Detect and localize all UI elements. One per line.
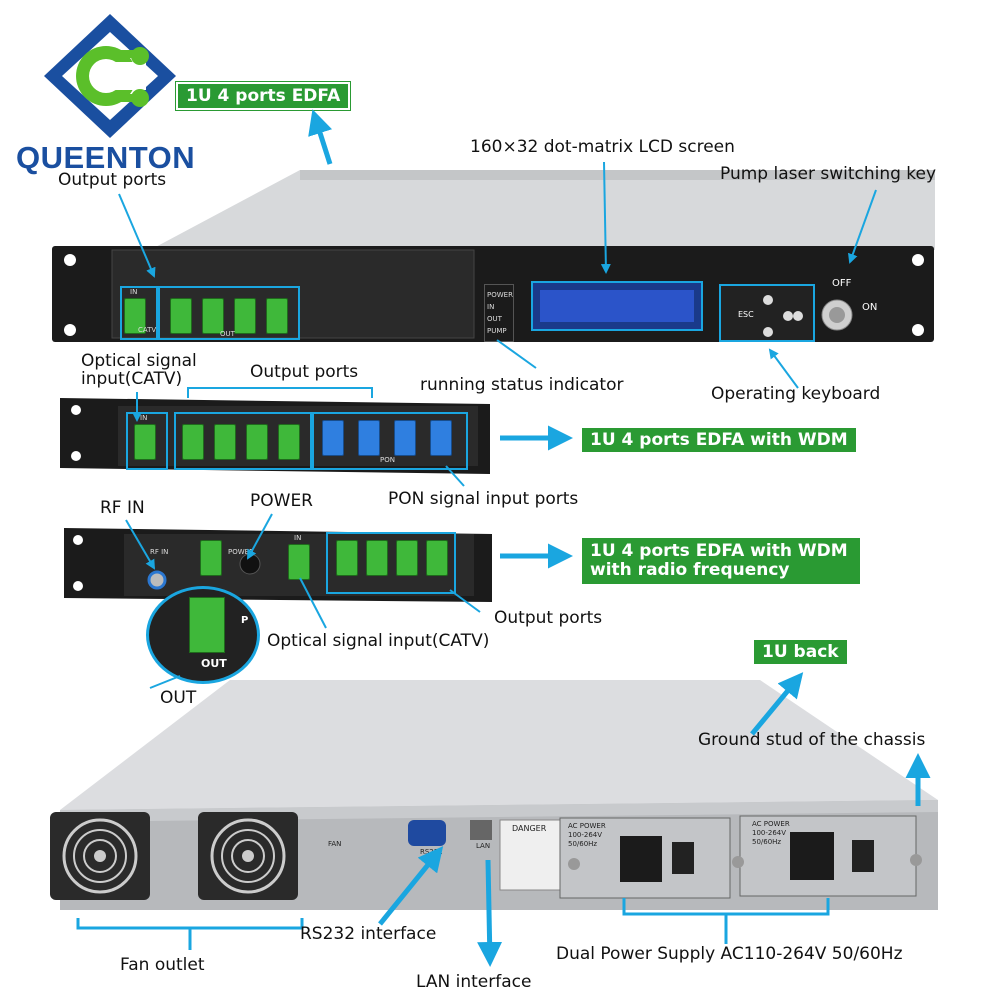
label-fan-outlet: Fan outlet xyxy=(120,955,205,975)
port-input-top[interactable] xyxy=(124,298,146,334)
panel-danger: DANGER xyxy=(512,824,547,833)
box-output-ports-rf xyxy=(326,532,456,594)
panel-ac-freq-2: 50/60Hz xyxy=(752,838,782,846)
panel-in-wdm: IN xyxy=(140,414,148,422)
esc-key[interactable]: ESC xyxy=(738,310,754,319)
panel-rf-in: RF IN xyxy=(150,548,169,556)
panel-ac-range-2: 100-264V xyxy=(752,829,787,837)
keypad: ESC xyxy=(728,292,808,340)
port-output-rf-4[interactable] xyxy=(426,540,448,576)
label-optical-input-rf: Optical signal input(CATV) xyxy=(267,631,490,651)
status-pump: PUMP xyxy=(487,327,507,335)
label-optical-input-top-line1: Optical signal xyxy=(81,351,197,371)
zoom-out-text: OUT xyxy=(201,657,227,670)
fan-left xyxy=(50,812,150,900)
port-pon-2[interactable] xyxy=(358,420,380,456)
label-output-ports-top: Output ports xyxy=(58,170,167,190)
box-output-ports-wdm xyxy=(174,412,312,470)
panel-off: OFF xyxy=(832,278,852,289)
status-power: POWER xyxy=(487,291,513,299)
port-output-wdm-4[interactable] xyxy=(278,424,300,460)
port-output-top-2[interactable] xyxy=(202,298,224,334)
panel-catv-top: CATV xyxy=(138,326,157,334)
label-dual-power: Dual Power Supply AC110-264V 50/60Hz xyxy=(556,944,903,964)
tag-edfa: 1U 4 ports EDFA xyxy=(176,82,351,110)
panel-pon: PON xyxy=(380,456,395,464)
port-output-top-4[interactable] xyxy=(266,298,288,334)
arrow-lines xyxy=(76,109,931,967)
right-key-icon[interactable] xyxy=(793,311,803,321)
tag-edfa-wdm-rf-line1: 1U 4 ports EDFA with WDM xyxy=(590,541,848,561)
box-input-port-top xyxy=(120,286,158,340)
label-rs232: RS232 interface xyxy=(300,924,437,944)
port-out-rf[interactable] xyxy=(200,540,222,576)
port-input-wdm[interactable] xyxy=(134,424,156,460)
label-output-ports-rf: Output ports xyxy=(494,608,603,628)
port-output-wdm-2[interactable] xyxy=(214,424,236,460)
label-output-ports-mid: Output ports xyxy=(250,362,359,382)
label-optical-input-top-line2: input(CATV) xyxy=(81,369,183,389)
status-in: IN xyxy=(487,303,495,311)
box-input-port-wdm xyxy=(126,412,168,470)
label-ground-stud: Ground stud of the chassis xyxy=(698,730,926,750)
label-operating-keyboard: Operating keyboard xyxy=(711,384,881,404)
label-lan: LAN interface xyxy=(416,972,532,992)
enter-key-icon[interactable] xyxy=(783,311,793,321)
tag-edfa-wdm: 1U 4 ports EDFA with WDM xyxy=(582,428,856,452)
port-output-wdm-3[interactable] xyxy=(246,424,268,460)
port-pon-4[interactable] xyxy=(430,420,452,456)
up-key-icon[interactable] xyxy=(763,295,773,305)
status-out: OUT xyxy=(487,315,502,323)
label-out: OUT xyxy=(160,688,197,708)
box-pon-ports-wdm xyxy=(312,412,468,470)
zoom-port-icon xyxy=(189,597,225,653)
panel-in-top: IN xyxy=(130,288,138,296)
port-pon-1[interactable] xyxy=(322,420,344,456)
panel-out-top: OUT xyxy=(220,330,235,338)
brand-logo xyxy=(40,10,180,140)
port-output-top-1[interactable] xyxy=(170,298,192,334)
panel-fan: FAN xyxy=(328,840,342,848)
panel-lan: LAN xyxy=(476,842,491,850)
port-output-top-3[interactable] xyxy=(234,298,256,334)
label-rf-in: RF IN xyxy=(100,498,145,518)
label-running-status: running status indicator xyxy=(420,375,624,395)
fan-right-icon xyxy=(210,818,286,894)
port-output-rf-3[interactable] xyxy=(396,540,418,576)
down-key-icon[interactable] xyxy=(763,327,773,337)
panel-ac-power-1: AC POWER xyxy=(568,822,606,830)
panel-ac-freq-1: 50/60Hz xyxy=(568,840,598,848)
label-pump-laser-key: Pump laser switching key xyxy=(720,164,937,184)
panel-power-rf: POWER xyxy=(228,548,254,556)
zoom-p-text: P xyxy=(241,615,249,626)
panel-ac-power-2: AC POWER xyxy=(752,820,790,828)
port-pon-3[interactable] xyxy=(394,420,416,456)
port-output-rf-2[interactable] xyxy=(366,540,388,576)
panel-on: ON xyxy=(862,302,878,313)
zoom-out-port: OUT P xyxy=(146,586,260,684)
port-output-wdm-1[interactable] xyxy=(182,424,204,460)
panel-in-rf: IN xyxy=(294,534,302,542)
panel-ac-range-1: 100-264V xyxy=(568,831,603,839)
label-lcd-screen: 160×32 dot-matrix LCD screen xyxy=(470,137,735,157)
port-output-rf-1[interactable] xyxy=(336,540,358,576)
port-input-rf[interactable] xyxy=(288,544,310,580)
tag-edfa-wdm-rf-line2: with radio frequency xyxy=(590,560,790,580)
logo-mark-icon xyxy=(44,14,176,138)
label-power: POWER xyxy=(250,491,313,511)
fan-left-icon xyxy=(62,818,138,894)
brand-name: QUEENTON xyxy=(16,140,196,175)
label-pon-input: PON signal input ports xyxy=(388,489,579,509)
label-optical-input-top: Optical signal input(CATV) xyxy=(81,352,197,388)
tag-back: 1U back xyxy=(754,640,847,664)
fan-right xyxy=(198,812,298,900)
tag-edfa-wdm-rf: 1U 4 ports EDFA with WDM with radio freq… xyxy=(582,538,860,584)
box-output-ports-top xyxy=(158,286,300,340)
